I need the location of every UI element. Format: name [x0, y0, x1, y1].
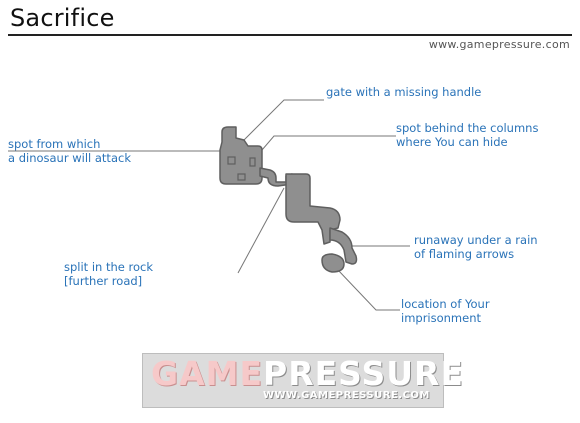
label-columns-line-2: where You can hide [396, 135, 508, 149]
label-dinosaur: spot from which a dinosaur will attack [8, 137, 131, 165]
title-divider [8, 34, 572, 36]
label-dinosaur-line-2: a dinosaur will attack [8, 151, 131, 165]
logo-wordmark: GAMEPRESSURE [151, 356, 464, 392]
label-runaway-line-2: of flaming arrows [414, 247, 515, 261]
room-middle [285, 173, 341, 245]
label-split: split in the rock [further road] [64, 260, 153, 288]
site-url: www.gamepressure.com [428, 38, 570, 51]
label-dinosaur-line-1: spot from which [8, 137, 101, 151]
room-marker-2 [237, 173, 246, 181]
leader-gate [241, 99, 324, 143]
label-runaway: runaway under a rain of flaming arrows [414, 233, 538, 261]
label-split-line-1: split in the rock [64, 260, 154, 274]
runaway-path [329, 227, 358, 265]
room-top [219, 126, 263, 185]
leader-columns [255, 135, 396, 158]
room-marker-1 [227, 156, 236, 165]
logo-url: WWW.GAMEPRESSURE.COM [263, 390, 430, 401]
label-split-line-2: [further road] [64, 274, 143, 288]
label-columns: spot behind the columns where You can hi… [396, 121, 538, 149]
gamepressure-logo: GAMEPRESSURE WWW.GAMEPRESSURE.COM [142, 353, 463, 408]
logo-part-pressure: PRESSURE [263, 354, 464, 393]
label-gate-line-1: gate with a missing handle [326, 85, 482, 99]
label-imprisonment: location of Your imprisonment [401, 297, 490, 325]
label-imprisonment-line-2: imprisonment [401, 311, 482, 325]
page-title: Sacrifice [10, 4, 115, 32]
label-gate: gate with a missing handle [326, 85, 481, 99]
room-imprisonment [321, 253, 345, 273]
leader-split [237, 187, 285, 274]
label-imprisonment-line-1: location of Your [401, 297, 490, 311]
logo-part-game: GAME [151, 354, 264, 393]
label-columns-line-1: spot behind the columns [396, 121, 539, 135]
label-runaway-line-1: runaway under a rain [414, 233, 538, 247]
leader-imprisonment [337, 269, 400, 311]
room-marker-3 [249, 157, 256, 167]
